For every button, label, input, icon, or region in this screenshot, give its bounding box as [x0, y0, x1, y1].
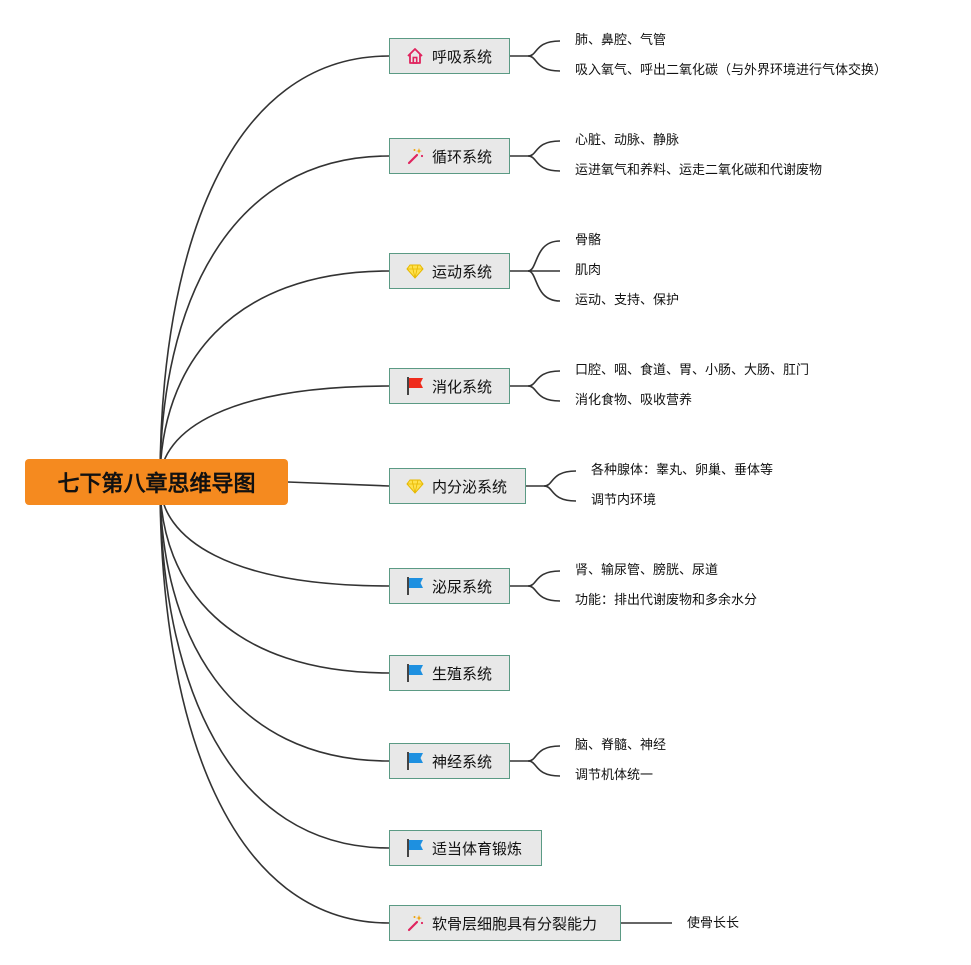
- leaf-endocrine-glands[interactable]: 各种腺体：睾丸、卵巢、垂体等: [591, 463, 774, 478]
- topic-label: 软骨层细胞具有分裂能力: [432, 914, 598, 933]
- topic-label: 消化系统: [432, 377, 493, 396]
- leaf-connector: [527, 585, 561, 602]
- topic-label: 运动系统: [432, 262, 493, 281]
- magic-wand-icon: [404, 145, 426, 167]
- leaf-connector: [527, 40, 561, 57]
- root-connector: [159, 481, 390, 674]
- topic-label: 生殖系统: [432, 664, 493, 683]
- topic-label: 适当体育锻炼: [432, 839, 523, 858]
- leaf-bone-growth[interactable]: 使骨长长: [687, 916, 740, 931]
- leaf-bones[interactable]: 骨骼: [575, 233, 602, 248]
- leaf-connector: [527, 55, 561, 72]
- leaf-nervous-organs[interactable]: 脑、脊髓、神经: [575, 738, 667, 753]
- topic-motor-system[interactable]: 运动系统: [389, 253, 510, 289]
- topic-label: 呼吸系统: [432, 47, 493, 66]
- root-connector: [159, 481, 390, 849]
- leaf-connector: [527, 385, 561, 402]
- house-icon: [404, 45, 426, 67]
- root-connector: [159, 270, 390, 483]
- root-connector: [159, 481, 390, 762]
- root-topic[interactable]: 七下第八章思维导图: [25, 459, 288, 505]
- topic-nervous-system[interactable]: 神经系统: [389, 743, 510, 779]
- leaf-urinary-function[interactable]: 功能：排出代谢废物和多余水分: [575, 593, 758, 608]
- blue-flag-icon: [404, 837, 426, 859]
- blue-flag-icon: [404, 575, 426, 597]
- topic-respiratory-system[interactable]: 呼吸系统: [389, 38, 510, 74]
- topic-digestive-system[interactable]: 消化系统: [389, 368, 510, 404]
- topic-label: 神经系统: [432, 752, 493, 771]
- topic-physical-exercise[interactable]: 适当体育锻炼: [389, 830, 542, 866]
- topic-circulatory-system[interactable]: 循环系统: [389, 138, 510, 174]
- leaf-urinary-organs[interactable]: 肾、输尿管、膀胱、尿道: [575, 563, 719, 578]
- leaf-connector: [527, 140, 561, 157]
- root-connector: [287, 481, 390, 487]
- leaf-endocrine-function[interactable]: 调节内环境: [591, 493, 657, 508]
- leaf-connector: [527, 745, 561, 762]
- leaf-connector: [543, 470, 577, 487]
- leaf-muscles[interactable]: 肌肉: [575, 263, 602, 278]
- leaf-connector: [527, 270, 561, 302]
- topic-label: 内分泌系统: [432, 477, 508, 496]
- leaf-connector: [527, 155, 561, 172]
- blue-flag-icon: [404, 662, 426, 684]
- leaf-respiratory-organs[interactable]: 肺、鼻腔、气管: [575, 33, 667, 48]
- diamond-icon: [404, 475, 426, 497]
- root-connector: [159, 481, 390, 924]
- leaf-nervous-function[interactable]: 调节机体统一: [575, 768, 654, 783]
- leaf-circulatory-function[interactable]: 运进氧气和养料、运走二氧化碳和代谢废物: [575, 163, 823, 178]
- topic-reproductive-system[interactable]: 生殖系统: [389, 655, 510, 691]
- root-connector: [159, 55, 390, 483]
- leaf-connector: [527, 370, 561, 387]
- topic-endocrine-system[interactable]: 内分泌系统: [389, 468, 526, 504]
- topic-urinary-system[interactable]: 泌尿系统: [389, 568, 510, 604]
- topic-cartilage-cells[interactable]: 软骨层细胞具有分裂能力: [389, 905, 621, 941]
- leaf-digestive-function[interactable]: 消化食物、吸收营养: [575, 393, 693, 408]
- diamond-icon: [404, 260, 426, 282]
- root-topic-label: 七下第八章思维导图: [57, 472, 256, 497]
- topic-label: 泌尿系统: [432, 577, 493, 596]
- topic-label: 循环系统: [432, 147, 493, 166]
- leaf-connector: [543, 485, 577, 502]
- leaf-motor-function[interactable]: 运动、支持、保护: [575, 293, 680, 308]
- blue-flag-icon: [404, 750, 426, 772]
- leaf-circulatory-organs[interactable]: 心脏、动脉、静脉: [575, 133, 680, 148]
- magic-wand-icon: [404, 912, 426, 934]
- root-connector: [159, 155, 390, 483]
- leaf-connector: [527, 570, 561, 587]
- leaf-digestive-organs[interactable]: 口腔、咽、食道、胃、小肠、大肠、肛门: [575, 363, 810, 378]
- red-flag-icon: [404, 375, 426, 397]
- leaf-connector: [527, 760, 561, 777]
- leaf-respiratory-function[interactable]: 吸入氧气、呼出二氧化碳（与外界环境进行气体交换）: [575, 63, 888, 78]
- leaf-connector: [527, 240, 561, 272]
